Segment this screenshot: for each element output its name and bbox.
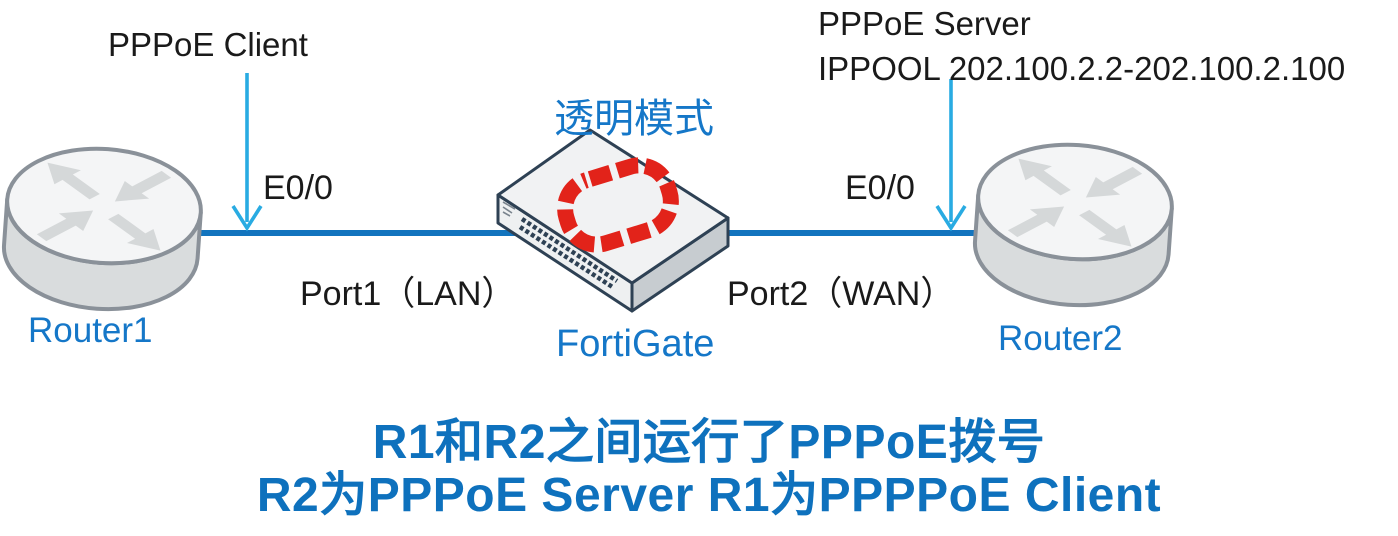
fortinet-logo-icon	[557, 157, 679, 253]
router1-label: Router1	[28, 311, 153, 350]
interface-label-right: E0/0	[845, 169, 915, 207]
pppoe-server-label: PPPoE Server IPPOOL 202.100.2.2-202.100.…	[818, 1, 1345, 91]
ports-strip	[520, 217, 619, 283]
port2-wan-label: Port2（WAN）	[727, 275, 955, 313]
port1-lan-label: Port1（LAN）	[300, 275, 516, 313]
router2-icon	[969, 136, 1178, 314]
server-arrow-icon	[935, 79, 967, 232]
pppoe-server-line1: PPPoE Server	[818, 5, 1031, 42]
ippool-range-label: IPPOOL 202.100.2.2-202.100.2.100	[818, 50, 1346, 87]
interface-label-left: E0/0	[263, 169, 333, 207]
caption-line1: R1和R2之间运行了PPPoE拨号	[372, 416, 1046, 469]
router1-icon	[0, 140, 207, 318]
fortigate-label: FortiGate	[556, 323, 715, 365]
transparent-mode-label: 透明模式	[554, 97, 714, 141]
fortinet-front-text	[502, 201, 516, 217]
pppoe-client-label: PPPoE Client	[108, 26, 308, 63]
caption-line2: R2为PPPoE Server R1为PPPPoE Client	[256, 469, 1162, 522]
diagram-caption: R1和R2之间运行了PPPoE拨号 R2为PPPoE Server R1为PPP…	[20, 416, 1398, 522]
router2-label: Router2	[998, 319, 1123, 358]
client-arrow-icon	[231, 73, 263, 232]
fortigate-icon	[496, 128, 730, 313]
